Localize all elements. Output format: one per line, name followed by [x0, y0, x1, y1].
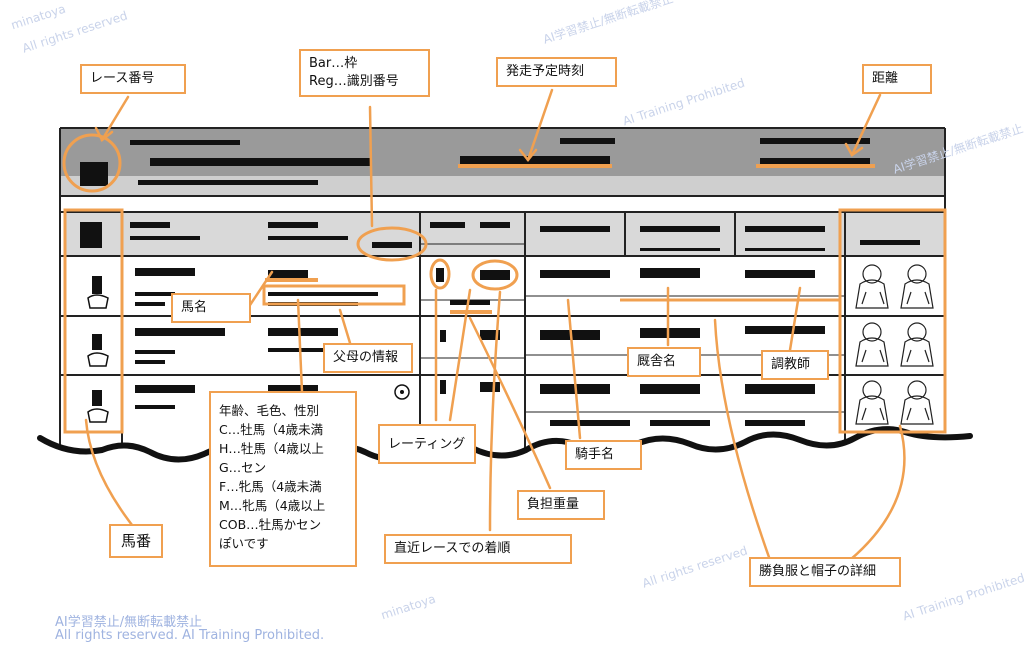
label-weight: 負担重量 — [517, 490, 605, 520]
race-header-band — [60, 128, 945, 176]
label-parents-info: 父母の情報 — [323, 343, 413, 373]
label-rating: レーティング — [378, 424, 476, 464]
label-race-number: レース番号 — [80, 64, 186, 94]
label-age-coat-sex: 年齢、毛色、性別 C…牡馬（4歳未満 H…牡馬（4歳以上 G…セン F…牝馬（4… — [209, 391, 357, 567]
column-header-row — [120, 212, 845, 256]
star-badge-icon — [394, 384, 410, 400]
torn-edge — [37, 426, 973, 463]
silks-header-cell — [845, 212, 945, 256]
label-post-time: 発走予定時刻 — [496, 57, 617, 87]
label-stable: 厩舎名 — [627, 347, 701, 377]
label-distance: 距離 — [862, 64, 932, 94]
highlight-marks — [62, 133, 947, 434]
label-bar-reg: Bar…枠 Reg…識別番号 — [299, 49, 430, 97]
label-horse-name: 馬名 — [171, 293, 251, 323]
watermark-line-1: AI学習禁止/無断転載禁止 — [55, 615, 203, 630]
label-horse-number: 馬番 — [109, 524, 163, 558]
watermark-line-2: All rights reserved. AI Training Prohibi… — [55, 628, 325, 643]
race-subheader-band — [60, 176, 945, 196]
label-recent-finish: 直近レースでの着順 — [384, 534, 572, 564]
race-number-box — [80, 162, 108, 186]
jockey-silks-icon — [855, 264, 934, 425]
saddle-cloth-icon — [87, 294, 109, 423]
label-trainer: 調教師 — [761, 350, 829, 380]
label-silks-detail: 勝負服と帽子の詳細 — [749, 557, 901, 587]
leader-lines — [84, 88, 906, 562]
label-jockey: 騎手名 — [565, 440, 642, 470]
